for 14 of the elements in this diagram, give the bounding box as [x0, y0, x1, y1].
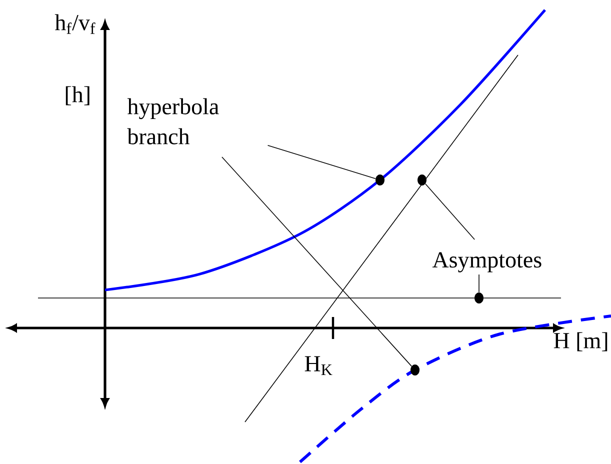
dot [410, 364, 420, 376]
text-label: hyperbola branch [127, 98, 219, 144]
dot [474, 292, 484, 304]
axis-label: [h] [66, 86, 90, 106]
dot [376, 174, 384, 186]
leader-line [425, 184, 475, 240]
axis-label: H$_{K}$ [304, 356, 332, 375]
dot [418, 174, 426, 186]
axis-label: h$_{f}$/v$_{f}$ [54, 14, 96, 34]
axis-label: H [m] [554, 332, 608, 352]
text-label: Asymptotes [432, 252, 542, 272]
leader-line [478, 274, 480, 293]
leader-line [222, 156, 412, 367]
leader-line [267, 144, 376, 179]
